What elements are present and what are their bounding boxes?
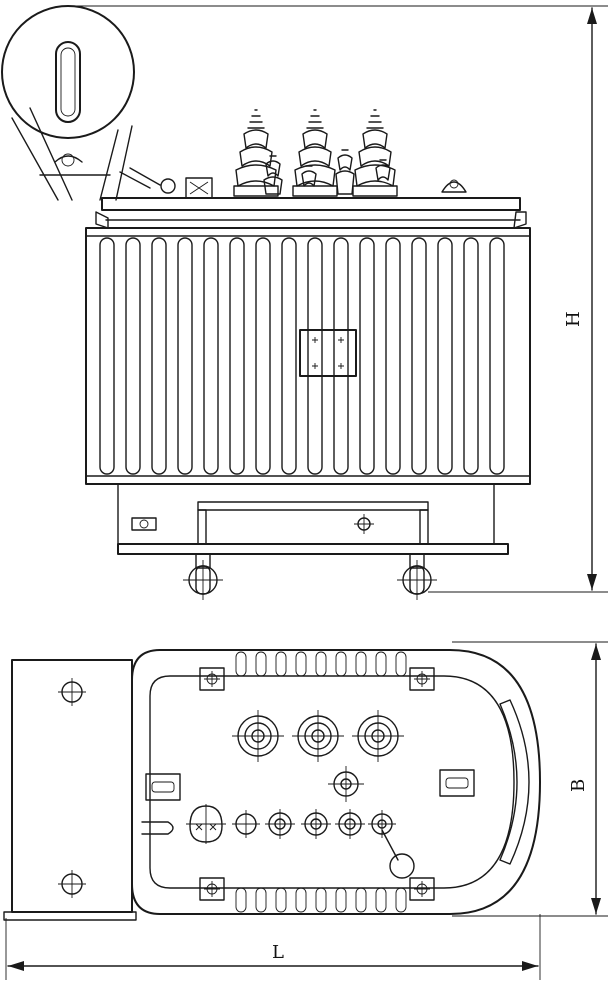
cooling-fin bbox=[151, 237, 167, 475]
cooling-fin bbox=[255, 237, 271, 475]
conservator-tank bbox=[1, 5, 135, 201]
cooling-fin bbox=[177, 237, 193, 475]
plan-fin bbox=[375, 887, 387, 913]
wheel-right bbox=[397, 553, 437, 600]
hv-bushings-plan bbox=[232, 710, 404, 762]
plan-view: B L bbox=[3, 641, 608, 980]
plan-fin bbox=[375, 651, 387, 677]
cooling-fin bbox=[307, 237, 323, 475]
corrugated-tank bbox=[85, 227, 531, 485]
tank-plan-outline bbox=[131, 649, 541, 915]
plan-fin bbox=[295, 887, 307, 913]
cooling-fin bbox=[281, 237, 297, 475]
cooling-fin bbox=[385, 237, 401, 475]
plan-fin bbox=[355, 887, 367, 913]
plan-fin bbox=[315, 887, 327, 913]
plan-fin bbox=[295, 651, 307, 677]
front-elevation: H bbox=[1, 5, 608, 600]
plan-fin bbox=[355, 651, 367, 677]
hv-bushings bbox=[233, 109, 398, 197]
cooling-fin bbox=[203, 237, 219, 475]
cooling-fin bbox=[359, 237, 375, 475]
plan-fin bbox=[395, 651, 407, 677]
plan-fin bbox=[315, 651, 327, 677]
base-frame bbox=[117, 483, 509, 555]
plan-fin bbox=[255, 887, 267, 913]
nameplate bbox=[299, 329, 357, 377]
cooling-fin bbox=[125, 237, 141, 475]
plan-fin bbox=[275, 651, 287, 677]
cooling-fin bbox=[489, 237, 505, 475]
plan-fin bbox=[395, 887, 407, 913]
plan-fin bbox=[255, 651, 267, 677]
width-dimension: B bbox=[452, 641, 608, 917]
length-label: L bbox=[272, 942, 284, 963]
conservator-plan bbox=[3, 659, 137, 921]
cooling-fin bbox=[99, 237, 115, 475]
length-dimension: L bbox=[5, 914, 541, 980]
cooling-fin bbox=[411, 237, 427, 475]
width-label: B bbox=[568, 779, 589, 792]
plan-fin bbox=[235, 651, 247, 677]
cooling-fin bbox=[229, 237, 245, 475]
cooling-fin bbox=[333, 237, 349, 475]
height-label: H bbox=[563, 311, 584, 327]
cooling-fin bbox=[463, 237, 479, 475]
plan-fin bbox=[235, 887, 247, 913]
plan-fin bbox=[275, 887, 287, 913]
height-dimension: H bbox=[563, 7, 597, 591]
wheel-left bbox=[183, 553, 223, 600]
lv-bushings bbox=[263, 149, 391, 195]
lv-bushings-plan bbox=[232, 766, 396, 839]
corner-lugs bbox=[199, 667, 435, 901]
plan-fin bbox=[335, 651, 347, 677]
plan-fin bbox=[335, 887, 347, 913]
cooling-fin bbox=[437, 237, 453, 475]
